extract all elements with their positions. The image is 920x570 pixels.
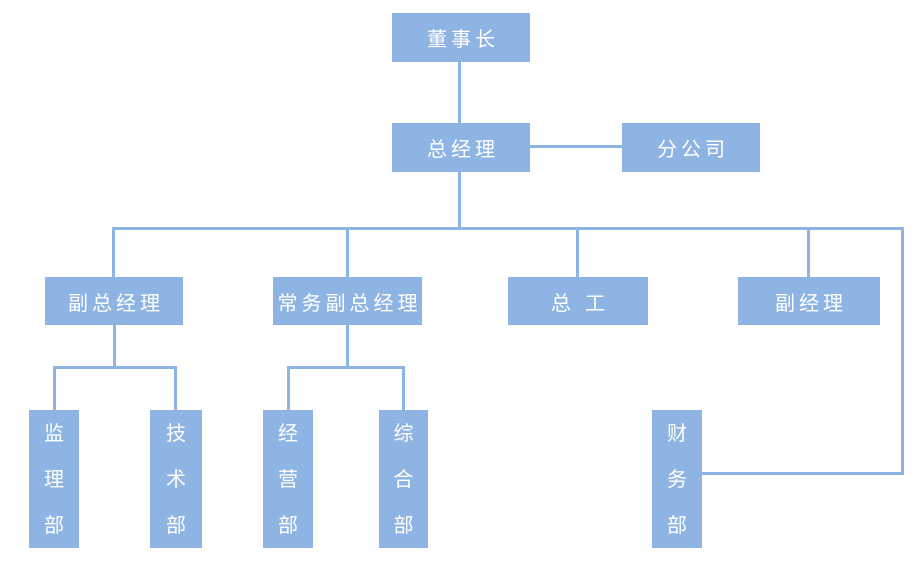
connector-deputy-gm-stem: [113, 325, 116, 369]
node-deputy-gm-label: 副总经理: [68, 290, 164, 315]
connector-drop-executive-deputy: [346, 227, 349, 277]
connector-drop-technology: [174, 366, 177, 410]
node-general-affairs-dept: 综合部: [379, 410, 428, 548]
node-general-manager: 总经理: [392, 123, 530, 172]
node-executive-deputy-gm-label: 常务副总经理: [277, 290, 422, 315]
node-deputy-gm: 副总经理: [45, 277, 183, 325]
connector-executive-stem: [346, 325, 349, 369]
node-executive-deputy-gm: 常务副总经理: [273, 277, 422, 325]
node-operations-dept-label: 经营部: [278, 421, 298, 537]
connector-deputy-gm-bar: [53, 366, 177, 369]
connector-gm-branch: [530, 145, 622, 148]
node-chairman: 董事长: [392, 13, 530, 62]
node-finance-dept: 财务部: [652, 410, 702, 548]
node-supervision-dept-label: 监理部: [44, 421, 64, 537]
connector-drop-deputy-gm: [112, 227, 115, 277]
node-supervision-dept: 监理部: [29, 410, 79, 548]
connector-chairman-gm: [458, 62, 461, 123]
node-chief-engineer: 总 工: [508, 277, 648, 325]
connector-finance-horizontal: [702, 472, 904, 475]
connector-gm-bus: [458, 172, 461, 228]
connector-executive-bar: [287, 366, 405, 369]
node-operations-dept: 经营部: [263, 410, 313, 548]
node-deputy-manager: 副经理: [738, 277, 880, 325]
node-chief-engineer-label: 总 工: [550, 290, 610, 315]
connector-drop-general-affairs: [402, 366, 405, 410]
connector-drop-supervision: [53, 366, 56, 410]
node-general-affairs-dept-label: 综合部: [393, 421, 414, 537]
connector-drop-deputy-manager: [807, 227, 810, 277]
connector-drop-operations: [287, 366, 290, 410]
node-technology-dept: 技术部: [150, 410, 202, 548]
node-finance-dept-label: 财务部: [667, 421, 687, 537]
node-branch-company: 分公司: [622, 123, 760, 172]
connector-finance-vertical: [901, 227, 904, 475]
node-chairman-label: 董事长: [427, 27, 499, 51]
connector-drop-chief-engineer: [576, 227, 579, 277]
connector-bus-horizontal: [112, 227, 904, 230]
node-branch-company-label: 分公司: [657, 137, 729, 161]
node-general-manager-label: 总经理: [427, 137, 499, 161]
node-technology-dept-label: 技术部: [166, 421, 186, 537]
node-deputy-manager-label: 副经理: [775, 290, 847, 315]
